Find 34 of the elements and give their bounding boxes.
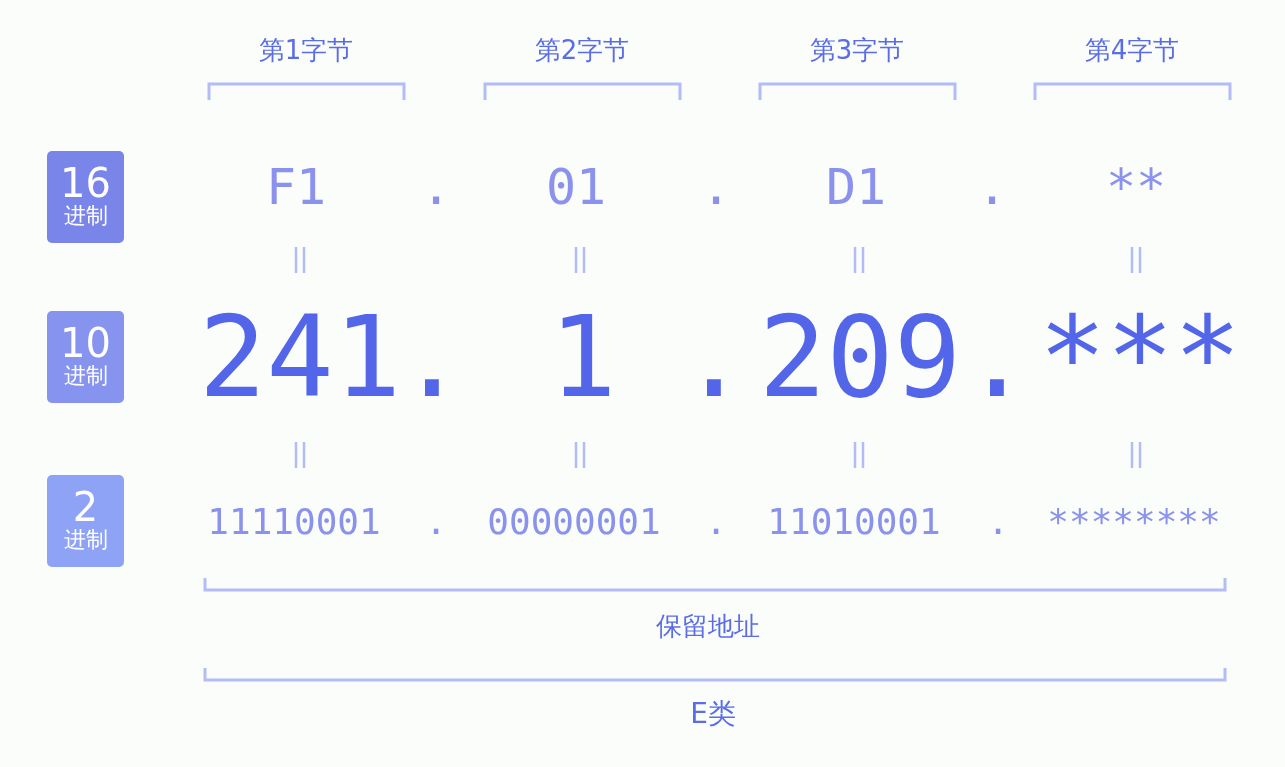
base-caption: 进制 <box>62 203 109 229</box>
hex-value: D1 <box>825 162 887 212</box>
dot-separator: . <box>963 301 1031 413</box>
base-caption: 进制 <box>62 363 109 389</box>
dot-separator: . <box>680 301 748 413</box>
byte-header: 第2字节 <box>534 37 630 63</box>
decimal-value: 1 <box>549 301 617 413</box>
byte-header: 第3字节 <box>809 37 905 63</box>
base-number: 2 <box>72 483 99 530</box>
binary-value: 00000001 <box>487 504 661 540</box>
hex-value: F1 <box>265 162 327 212</box>
number-base-badge <box>47 475 124 567</box>
dot-separator: . <box>420 162 452 212</box>
dot-separator: . <box>700 162 732 212</box>
class-caption: E类 <box>690 700 736 728</box>
binary-value: ******** <box>1047 504 1221 540</box>
dot-separator: . <box>425 504 447 540</box>
base-number: 10 <box>59 319 112 366</box>
binary-value: 11010001 <box>767 504 941 540</box>
dot-separator: . <box>705 504 727 540</box>
range-caption: 保留地址 <box>656 613 760 639</box>
number-base-badge <box>47 311 124 403</box>
base-number: 16 <box>59 159 112 206</box>
base-caption: 进制 <box>62 527 109 553</box>
hex-value: 01 <box>545 162 607 212</box>
binary-value: 11110001 <box>207 504 381 540</box>
dot-separator: . <box>976 162 1008 212</box>
number-base-badge <box>47 151 124 243</box>
byte-header: 第1字节 <box>258 37 354 63</box>
decimal-value: *** <box>1038 301 1242 413</box>
dot-separator: . <box>987 504 1009 540</box>
decimal-value: 209 <box>758 301 962 413</box>
byte-header: 第4字节 <box>1084 37 1180 63</box>
hex-value: ** <box>1105 162 1167 212</box>
